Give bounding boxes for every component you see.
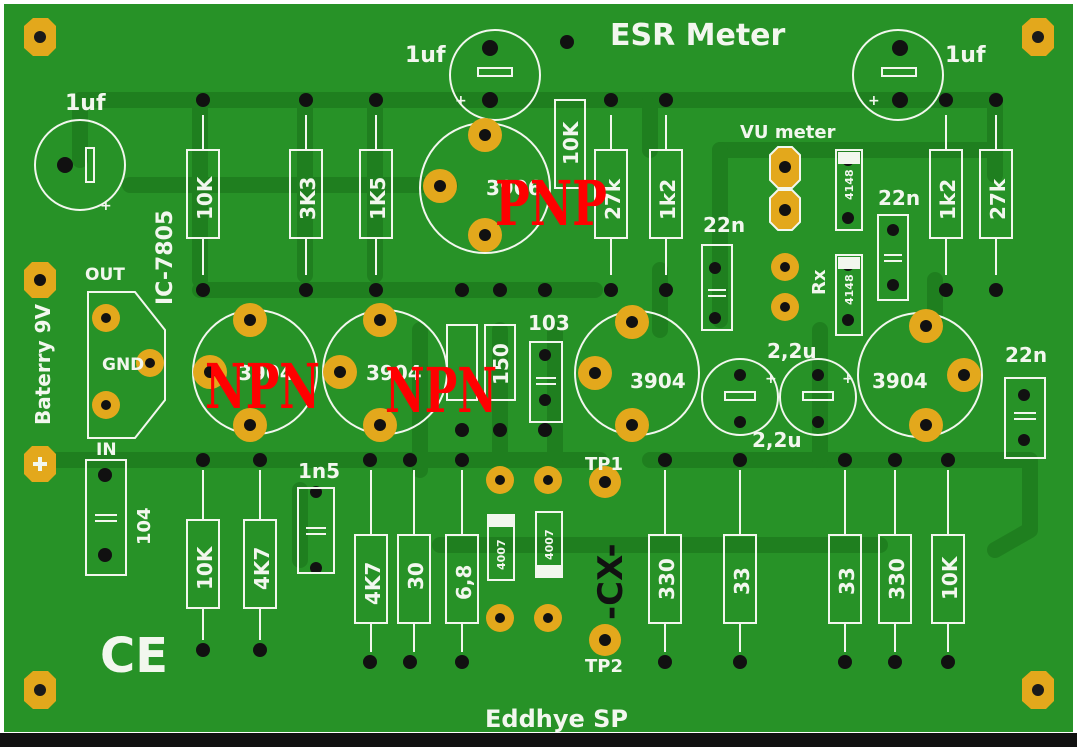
- transistor-label: 3904: [630, 369, 686, 393]
- diode-label: 4148: [843, 169, 856, 200]
- resistor-label: 1k2: [936, 179, 960, 220]
- author-label: Eddhye SP: [485, 705, 628, 733]
- resistor-label: 3K3: [296, 177, 320, 220]
- resistor-label: 27k: [601, 178, 625, 220]
- vu-meter-label: VU meter: [740, 122, 836, 143]
- cap-label-1uf-top: 1uf: [405, 43, 446, 68]
- resistor-label: 10K: [559, 120, 583, 165]
- reg-gnd-label: GND: [102, 355, 144, 375]
- transistor-npn-left: 3904: [192, 303, 318, 442]
- mounting-holes: [24, 18, 1054, 709]
- battery-terminal: Baterry 9V: [24, 262, 56, 482]
- annotation-pnp: PNP: [495, 167, 607, 240]
- resistor-label: 10K: [193, 545, 217, 590]
- rx-connector: Rx: [771, 253, 830, 321]
- reg-in-label: IN: [96, 440, 117, 460]
- resistor-label: 10K: [193, 175, 217, 220]
- voltage-regulator: OUT GND IN IC-7805: [85, 210, 178, 460]
- capacitor-103: 103: [528, 311, 570, 423]
- capacitor-1uf-left: + 1uf: [34, 91, 126, 214]
- resistor-label: 30: [404, 562, 428, 590]
- cap-label-22n-b: 22n: [878, 186, 920, 210]
- top-resistors: [186, 99, 1013, 275]
- cap-label-1uf-left: 1uf: [65, 91, 106, 116]
- svg-text:+: +: [765, 371, 777, 387]
- cap-label-1uf-right: 1uf: [945, 43, 986, 68]
- transistor-label: 3904: [872, 369, 928, 393]
- capacitor-2u2-right: + 2,2u: [767, 339, 857, 436]
- capacitor-1uf-top: + 1uf: [405, 29, 541, 121]
- bottom-resistor-labels: 10K 4K7 4K7 30 6,8 330 33 33 330 10K: [193, 545, 962, 605]
- capacitor-22n-b: 22n: [877, 186, 920, 301]
- board-title: ESR Meter: [610, 18, 786, 53]
- rx-label: Rx: [809, 269, 830, 295]
- resistor-label: 27k: [986, 178, 1010, 220]
- annotation-npn-left: NPN: [205, 350, 320, 423]
- cap-label-104: 104: [134, 507, 155, 545]
- battery-label: Baterry 9V: [31, 303, 55, 425]
- transistor-npn-right-b: 3904: [857, 309, 983, 442]
- transistor-npn-mid: 3904: [322, 303, 448, 442]
- transistor-pnp-3906: 3906: [419, 118, 551, 254]
- capacitor-22n-c: 22n: [1004, 343, 1047, 459]
- vu-meter-connector: VU meter: [740, 122, 836, 231]
- drill-holes: [98, 35, 1030, 669]
- diode-4148-upper: 4148: [835, 149, 863, 231]
- mount-hole-top-left: [24, 18, 56, 56]
- svg-text:+: +: [868, 93, 880, 109]
- mount-hole-bottom-left: [24, 671, 56, 709]
- svg-text:+: +: [100, 198, 112, 214]
- test-points: TP1 TP2 -CX-: [585, 454, 631, 677]
- ce-mark: CE: [100, 628, 168, 684]
- capacitor-22n-a: 22n: [701, 213, 745, 331]
- resistor-label: 4K7: [250, 547, 274, 590]
- svg-text:+: +: [455, 93, 467, 109]
- svg-text:+: +: [842, 371, 854, 387]
- cap-label-2u2-bottom: 2,2u: [752, 428, 802, 452]
- diode-label: 4007: [543, 529, 556, 560]
- cap-label-22n-c: 22n: [1005, 343, 1047, 367]
- resistor-label: 33: [835, 567, 859, 595]
- resistor-label: 1k2: [656, 179, 680, 220]
- diode-label: 4148: [843, 274, 856, 305]
- capacitor-104: 104: [85, 459, 155, 576]
- transistor-npn-right-a: 3904: [574, 305, 700, 442]
- transistor-label: 3906: [486, 176, 542, 200]
- bottom-strip: [0, 733, 1077, 747]
- reg-out-label: OUT: [85, 265, 125, 285]
- capacitor-1uf-right: + 1uf: [852, 29, 986, 121]
- resistor-label: 10K: [938, 555, 962, 600]
- resistor-label: 150: [489, 343, 513, 385]
- transistor-label: 3904: [366, 361, 422, 385]
- cx-label: -CX-: [591, 543, 631, 620]
- resistor-label: 33: [730, 567, 754, 595]
- cap-label-2u2-top: 2,2u: [767, 339, 817, 363]
- diode-4007-a: 4007: [486, 466, 515, 632]
- bottom-resistors: [186, 470, 965, 652]
- regulator-label: IC-7805: [153, 210, 178, 305]
- mount-hole-bottom-right: [1022, 671, 1054, 709]
- resistor-label: 4K7: [361, 562, 385, 605]
- cap-label-22n-a: 22n: [703, 213, 745, 237]
- top-resistor-labels: 10K 3K3 1K5 10K 27k 1k2 1k2 27k: [193, 120, 1010, 220]
- diode-4007-b: 4007: [534, 466, 563, 632]
- resistor-label: 330: [655, 558, 679, 600]
- tp2-label: TP2: [585, 656, 623, 677]
- resistor-label: 1K5: [366, 177, 390, 220]
- capacitor-1n5: 1n5: [297, 459, 340, 574]
- cap-label-1n5: 1n5: [298, 459, 340, 483]
- cap-label-103: 103: [528, 311, 570, 335]
- capacitor-2u2-left: + 2,2u: [701, 358, 802, 452]
- annotation-npn-mid: NPN: [385, 354, 497, 427]
- resistor-label: 330: [885, 558, 909, 600]
- mount-hole-top-right: [1022, 18, 1054, 56]
- transistor-label: 3904: [238, 361, 294, 385]
- diode-4148-lower: 4148: [835, 254, 863, 336]
- resistor-label: 6,8: [452, 565, 476, 600]
- diode-label: 4007: [495, 539, 508, 570]
- tp1-label: TP1: [585, 454, 623, 475]
